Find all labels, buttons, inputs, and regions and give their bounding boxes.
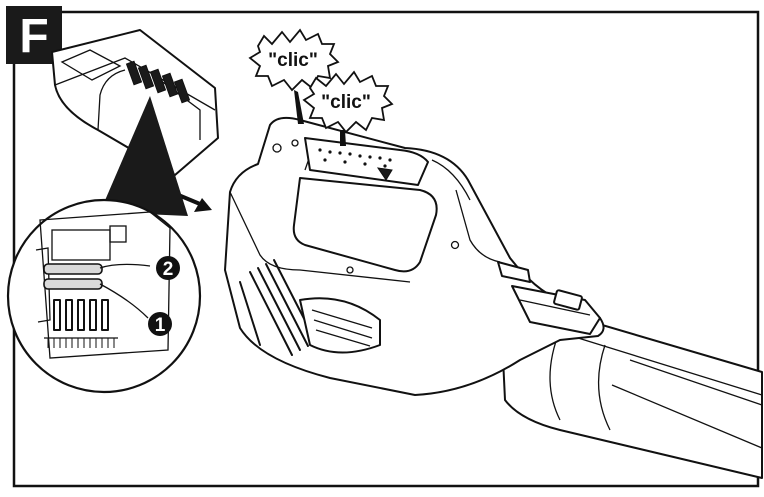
click-pointer-1 xyxy=(294,90,304,124)
leader-line-1 xyxy=(99,283,149,319)
zoom-pointer-cone xyxy=(100,96,188,216)
leader-line-2 xyxy=(99,263,151,269)
battery-pack xyxy=(51,29,219,176)
click-burst-2: "clic" xyxy=(302,70,394,146)
callout-number-2: 2 xyxy=(163,259,174,280)
blower-body xyxy=(224,116,763,479)
seal-band-1 xyxy=(43,278,103,290)
click-pointer-2 xyxy=(340,130,346,146)
click-sound-1: "clic" xyxy=(268,50,318,71)
step-letter: F xyxy=(19,10,48,63)
click-burst-1: "clic" xyxy=(248,28,340,124)
zoomed-battery-slot xyxy=(35,211,171,359)
blower-tube xyxy=(499,294,763,479)
seal-band-2 xyxy=(43,263,103,275)
callout-number-1: 1 xyxy=(155,315,166,336)
trigger-button xyxy=(553,289,583,311)
click-burst-2-outline xyxy=(302,70,394,134)
zoom-circle xyxy=(6,198,202,394)
figure-border xyxy=(12,10,760,488)
zoom-callout: 2 1 xyxy=(6,96,202,394)
speed-lock-switch xyxy=(497,261,531,283)
click-sound-2: "clic" xyxy=(321,92,371,113)
battery-release-latch xyxy=(376,167,393,181)
handle-grip-opening xyxy=(292,177,438,273)
click-burst-1-outline xyxy=(248,28,340,92)
zoomed-terminals xyxy=(53,299,109,331)
battery-rail xyxy=(304,137,429,186)
air-intake-grille xyxy=(239,259,381,356)
battery-terminals xyxy=(125,60,191,104)
battery-body xyxy=(51,29,219,176)
callout-marker-2: 2 xyxy=(156,256,180,280)
callout-marker-1: 1 xyxy=(148,312,172,336)
rail-contacts xyxy=(318,148,392,168)
